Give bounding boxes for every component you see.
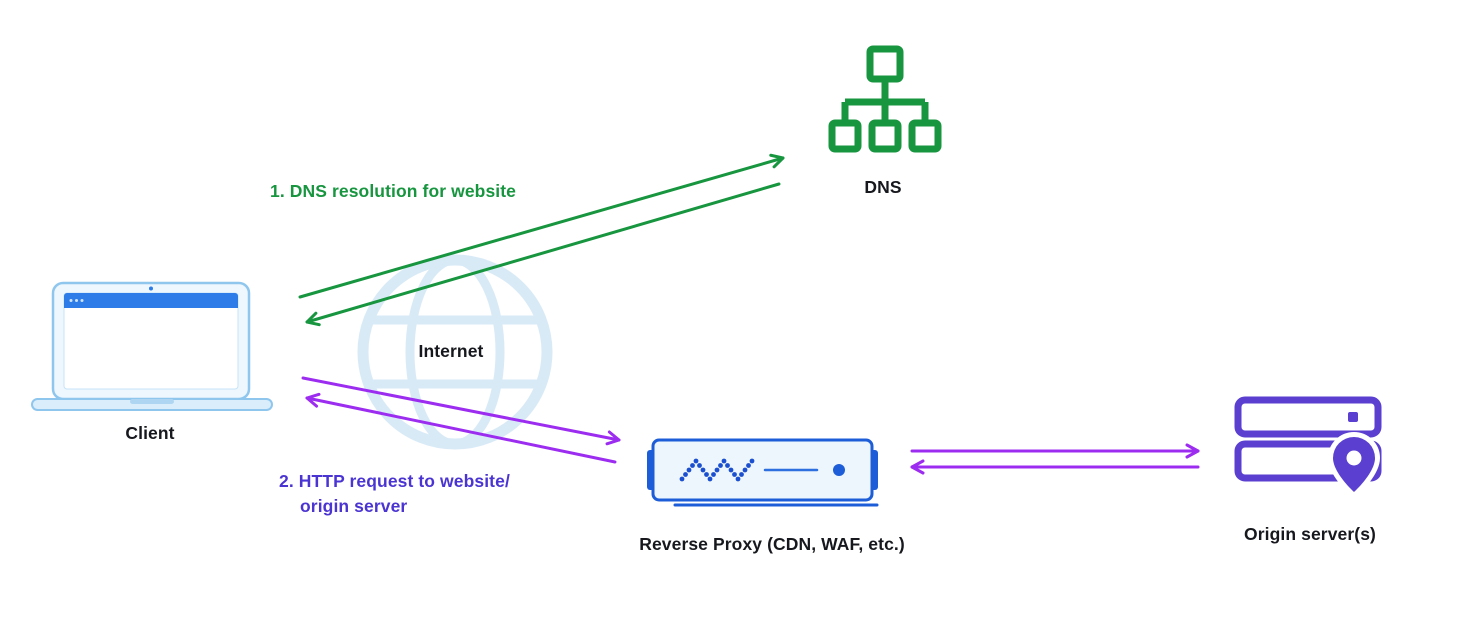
internet-label: Internet (418, 341, 484, 361)
flow-step1-label: 1. DNS resolution for website (270, 181, 516, 201)
origin-server-label: Origin server(s) (1244, 524, 1376, 544)
server-appliance-icon (647, 438, 879, 507)
dns-label: DNS (864, 177, 902, 197)
flow-step2-label-line1: 2. HTTP request to website/ (279, 471, 510, 491)
proxy-zigzag-pattern (679, 458, 755, 482)
client-label: Client (125, 423, 175, 443)
flow-step2-label-line2: origin server (300, 496, 408, 516)
server-rack-location-pin-icon (1234, 396, 1382, 499)
laptop-icon (31, 281, 273, 411)
reverse-proxy-label: Reverse Proxy (CDN, WAF, etc.) (639, 534, 905, 554)
dns-tree-icon (828, 45, 942, 153)
